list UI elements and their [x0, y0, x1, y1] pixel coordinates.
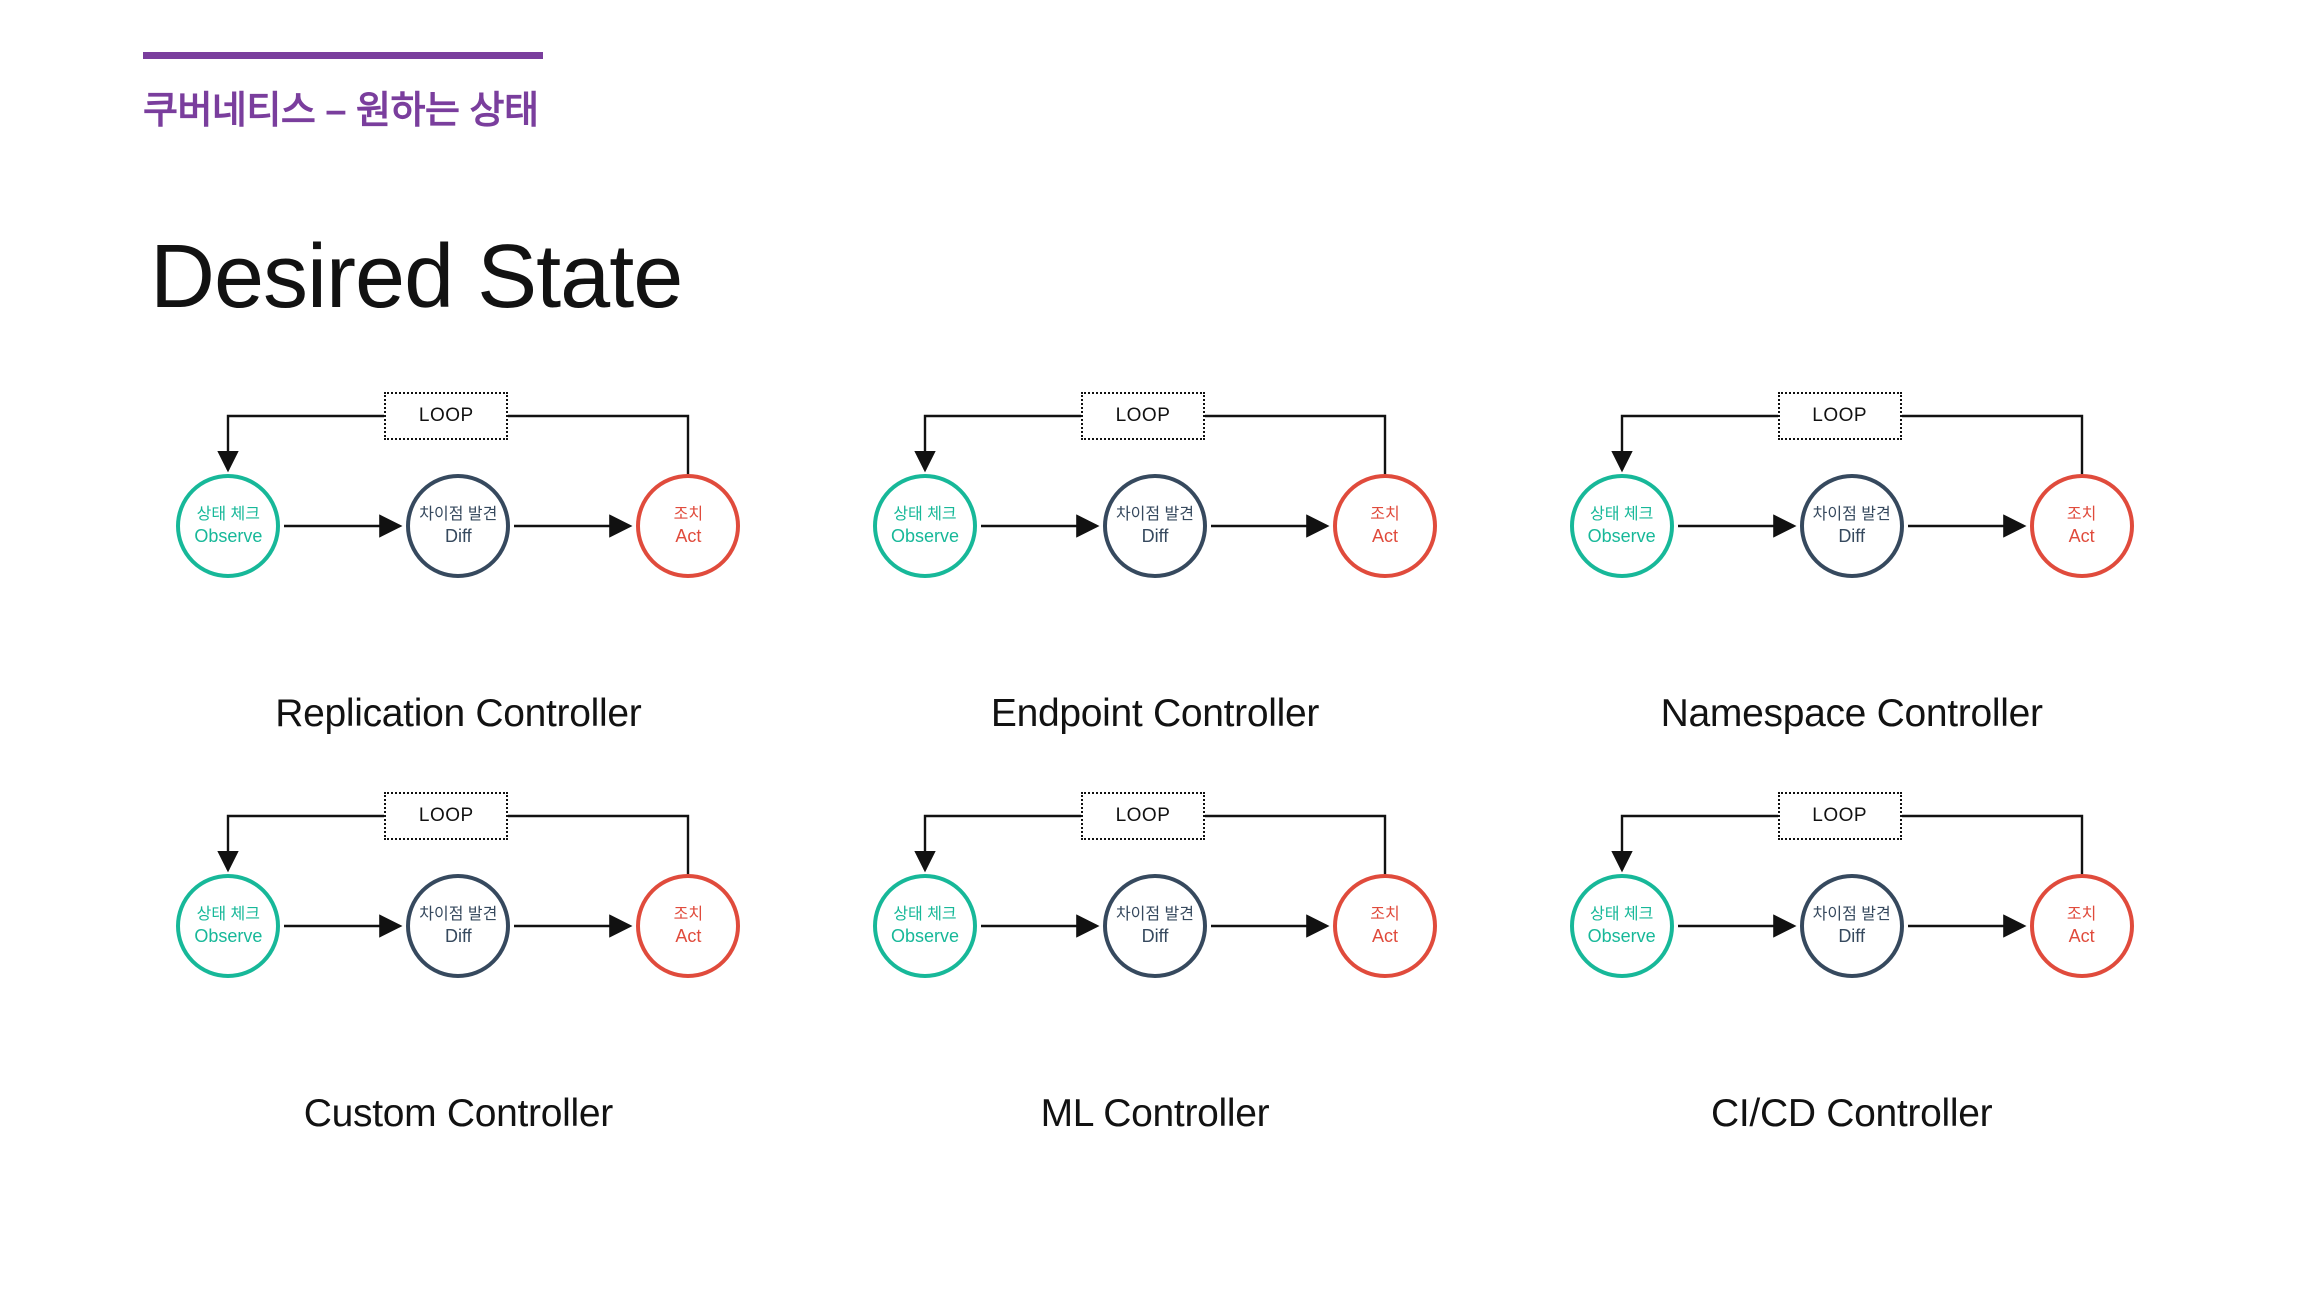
- control-loop: LOOP 상태 체크 Observe 차이점 발견 Diff 조치 Act: [148, 392, 768, 652]
- node-observe-ko: 상태 체크: [893, 905, 957, 923]
- node-diff-ko: 차이점 발견: [419, 505, 498, 523]
- controller-diagram-2: LOOP 상태 체크 Observe 차이점 발견 Diff 조치 Act Na…: [1503, 392, 2200, 792]
- node-observe-ko: 상태 체크: [196, 905, 260, 923]
- node-diff-ko: 차이점 발견: [419, 905, 498, 923]
- node-observe-ko: 상태 체크: [893, 505, 957, 523]
- node-act-ko: 조치: [673, 505, 704, 523]
- control-loop: LOOP 상태 체크 Observe 차이점 발견 Diff 조치 Act: [1542, 792, 2162, 1052]
- diagram-caption: Custom Controller: [303, 1092, 613, 1135]
- node-diff-en: Diff: [1141, 925, 1169, 946]
- node-diff-ko: 차이점 발견: [1115, 905, 1194, 923]
- diagram-caption: Namespace Controller: [1660, 692, 2043, 735]
- connector-wires: [1610, 414, 2083, 538]
- diagram-caption: ML Controller: [1040, 1092, 1270, 1135]
- node-diff[interactable]: 차이점 발견 Diff: [1799, 474, 1904, 578]
- node-observe-en: Observe: [194, 925, 263, 946]
- slide-kicker: 쿠버네티스 – 원하는 상태: [143, 52, 543, 134]
- node-act-ko: 조치: [673, 905, 704, 923]
- controller-diagram-5: LOOP 상태 체크 Observe 차이점 발견 Diff 조치 Act CI…: [1503, 792, 2200, 1192]
- connector-wires: [1610, 814, 2083, 938]
- node-act[interactable]: 조치 Act: [2029, 874, 2134, 978]
- node-act-en: Act: [2068, 525, 2095, 546]
- loop-box: LOOP: [1777, 792, 1902, 840]
- node-observe[interactable]: 상태 체크 Observe: [1569, 474, 1674, 578]
- node-diff-ko: 차이점 발견: [1812, 505, 1891, 523]
- controller-grid: LOOP 상태 체크 Observe 차이점 발견 Diff 조치 Act Re…: [110, 392, 2200, 1192]
- node-observe-en: Observe: [1587, 925, 1656, 946]
- loop-box: LOOP: [1080, 792, 1205, 840]
- node-diff[interactable]: 차이점 발견 Diff: [1102, 874, 1207, 978]
- node-act-ko: 조치: [1370, 905, 1400, 923]
- node-act[interactable]: 조치 Act: [636, 874, 741, 978]
- node-observe-ko: 상태 체크: [196, 505, 260, 523]
- node-observe[interactable]: 상태 체크 Observe: [176, 474, 281, 578]
- diagram-caption: Endpoint Controller: [990, 692, 1320, 735]
- node-act-ko: 조치: [2066, 905, 2097, 923]
- diagram-caption: CI/CD Controller: [1711, 1092, 1993, 1135]
- node-act-en: Act: [1371, 925, 1398, 946]
- loop-label: LOOP: [1115, 405, 1171, 426]
- node-observe[interactable]: 상태 체크 Observe: [176, 874, 281, 978]
- node-observe[interactable]: 상태 체크 Observe: [1569, 874, 1674, 978]
- node-act-ko: 조치: [1370, 505, 1400, 523]
- accent-rule: [143, 52, 543, 59]
- loop-box: LOOP: [1777, 392, 1902, 440]
- node-act[interactable]: 조치 Act: [636, 474, 741, 578]
- node-act-ko: 조치: [2066, 505, 2097, 523]
- node-diff-en: Diff: [1838, 525, 1865, 546]
- control-loop: LOOP 상태 체크 Observe 차이점 발견 Diff 조치 Act: [845, 792, 1465, 1052]
- node-observe-en: Observe: [890, 525, 959, 546]
- node-observe-ko: 상태 체크: [1589, 505, 1654, 523]
- node-diff[interactable]: 차이점 발견 Diff: [406, 474, 511, 578]
- loop-label: LOOP: [418, 805, 474, 826]
- controller-diagram-4: LOOP 상태 체크 Observe 차이점 발견 Diff 조치 Act ML…: [807, 792, 1504, 1192]
- loop-box: LOOP: [1080, 392, 1205, 440]
- loop-label: LOOP: [418, 405, 474, 426]
- controller-diagram-1: LOOP 상태 체크 Observe 차이점 발견 Diff 조치 Act En…: [807, 392, 1504, 792]
- node-observe-en: Observe: [194, 525, 263, 546]
- control-loop: LOOP 상태 체크 Observe 차이점 발견 Diff 조치 Act: [148, 792, 768, 1052]
- node-act[interactable]: 조치 Act: [1332, 874, 1437, 978]
- node-act[interactable]: 조치 Act: [1332, 474, 1437, 578]
- control-loop: LOOP 상태 체크 Observe 차이점 발견 Diff 조치 Act: [845, 392, 1465, 652]
- node-observe[interactable]: 상태 체크 Observe: [872, 874, 977, 978]
- node-act[interactable]: 조치 Act: [2029, 474, 2134, 578]
- node-diff-en: Diff: [444, 525, 472, 546]
- connector-wires: [217, 814, 690, 938]
- node-diff-ko: 차이점 발견: [1812, 905, 1891, 923]
- node-act-en: Act: [675, 925, 702, 946]
- node-diff[interactable]: 차이점 발견 Diff: [1799, 874, 1904, 978]
- node-diff-en: Diff: [444, 925, 472, 946]
- controller-diagram-0: LOOP 상태 체크 Observe 차이점 발견 Diff 조치 Act Re…: [110, 392, 807, 792]
- connector-wires: [914, 814, 1387, 938]
- loop-box: LOOP: [384, 392, 509, 440]
- loop-label: LOOP: [1115, 805, 1171, 826]
- node-act-en: Act: [2068, 925, 2095, 946]
- connector-wires: [217, 414, 690, 538]
- kicker-label: 쿠버네티스 – 원하는 상태: [143, 90, 539, 132]
- page-title: Desired State: [150, 227, 683, 327]
- node-diff-en: Diff: [1838, 925, 1865, 946]
- loop-label: LOOP: [1812, 405, 1868, 426]
- node-act-en: Act: [675, 525, 702, 546]
- node-observe-ko: 상태 체크: [1589, 905, 1654, 923]
- connector-wires: [914, 414, 1387, 538]
- node-diff[interactable]: 차이점 발견 Diff: [406, 874, 511, 978]
- node-observe-en: Observe: [1587, 525, 1656, 546]
- node-observe-en: Observe: [890, 925, 959, 946]
- control-loop: LOOP 상태 체크 Observe 차이점 발견 Diff 조치 Act: [1542, 392, 2162, 652]
- controller-diagram-3: LOOP 상태 체크 Observe 차이점 발견 Diff 조치 Act Cu…: [110, 792, 807, 1192]
- loop-label: LOOP: [1812, 805, 1868, 826]
- node-act-en: Act: [1371, 525, 1398, 546]
- diagram-caption: Replication Controller: [275, 692, 642, 735]
- node-diff-ko: 차이점 발견: [1115, 505, 1194, 523]
- node-diff[interactable]: 차이점 발견 Diff: [1102, 474, 1207, 578]
- node-diff-en: Diff: [1141, 525, 1169, 546]
- loop-box: LOOP: [384, 792, 509, 840]
- node-observe[interactable]: 상태 체크 Observe: [872, 474, 977, 578]
